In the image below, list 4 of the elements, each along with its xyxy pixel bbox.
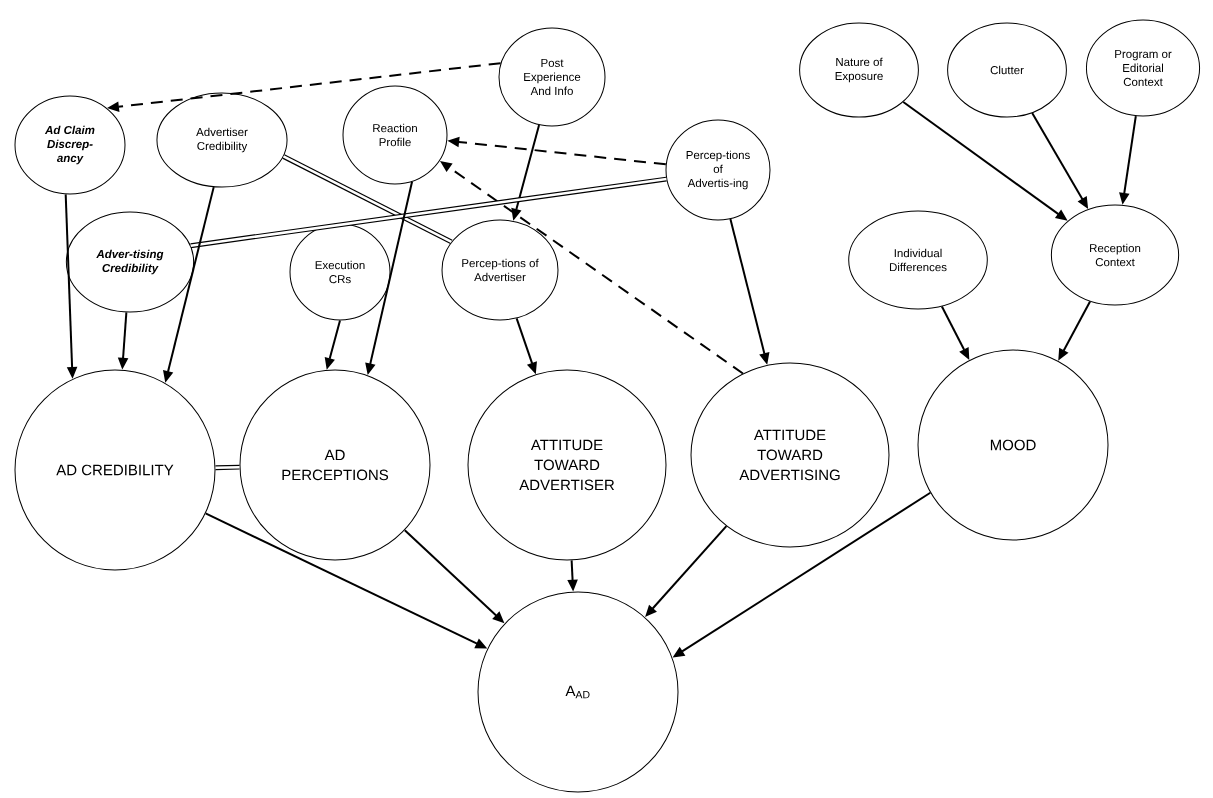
- arrow: [645, 525, 728, 617]
- double-line: [190, 176, 667, 249]
- double-line: [215, 464, 240, 471]
- double-line: [282, 154, 453, 245]
